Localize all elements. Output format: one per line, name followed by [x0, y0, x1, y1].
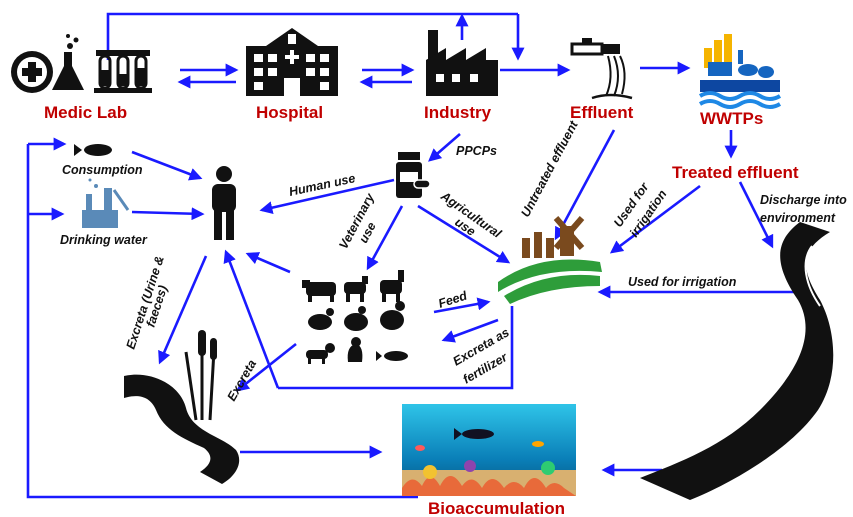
label-used-for-irrigation-river: Used for irrigation: [628, 275, 737, 289]
label-untreated-effluent: Untreated effluent: [518, 118, 581, 220]
top-loop-line: [106, 12, 518, 60]
farm-field-icon: [498, 216, 602, 304]
label-consumption: Consumption: [62, 163, 143, 177]
untreated-effluent-arrow: [554, 129, 616, 241]
wwtp-icon: [698, 34, 782, 109]
node-industry: Industry: [424, 103, 492, 122]
label-environment: environment: [760, 211, 836, 225]
fertilizer-arrow: [441, 318, 499, 343]
label-excreta: Excreta: [224, 357, 259, 403]
river-icon: [640, 222, 834, 500]
animals-to-swamp-arrow: [235, 342, 297, 392]
test-tubes-icon: [94, 50, 152, 93]
label-ppcps: PPCPs: [456, 144, 497, 158]
treated-to-river-arrow: [738, 181, 774, 249]
farm-loop-to-person-arrow: [223, 249, 280, 389]
node-effluent: Effluent: [570, 103, 634, 122]
animals-to-person-arrow: [245, 252, 291, 274]
pill-bottle-icon: [396, 152, 431, 198]
node-hospital: Hospital: [256, 103, 323, 122]
node-wwtps: WWTPs: [700, 109, 763, 128]
water-well-icon: [82, 178, 130, 228]
feed-arrow: [433, 297, 491, 314]
effluent-pipe-icon: [570, 38, 633, 100]
flask-icon: [52, 34, 84, 90]
coral-reef-icon: [402, 404, 576, 496]
consumption-to-person-arrow: [131, 150, 203, 181]
label-veterinary: Veterinary: [336, 190, 377, 251]
person-to-swamp-arrow: [158, 255, 208, 365]
drinking-water-to-person-arrow: [131, 207, 205, 221]
livestock-icon: [302, 270, 408, 364]
farm-loop-line: [278, 306, 514, 390]
medical-cross-icon: [11, 51, 53, 93]
swamp-river-icon: [124, 330, 240, 484]
left-loop-line: [26, 144, 418, 499]
factory-icon: [426, 30, 498, 96]
ppcps-to-farm-arrow: [417, 204, 511, 264]
person-icon: [212, 166, 236, 240]
label-discharge-into: Discharge into: [760, 193, 847, 207]
ppcps-to-animals-arrow: [366, 205, 404, 271]
fish-icon: [74, 144, 112, 156]
treated-to-farm-arrow: [609, 184, 701, 254]
label-drinking-water: Drinking water: [60, 233, 148, 247]
node-bioaccumulation: Bioaccumulation: [428, 499, 565, 517]
industry-to-ppcps-arrow: [428, 133, 461, 162]
label-human-use: Human use: [288, 171, 357, 199]
node-treated-effluent: Treated effluent: [672, 163, 799, 182]
hospital-icon: [246, 28, 338, 96]
arrows: [26, 12, 800, 499]
ppcps-to-person-arrow: [259, 178, 395, 215]
node-medic-lab: Medic Lab: [44, 103, 127, 122]
